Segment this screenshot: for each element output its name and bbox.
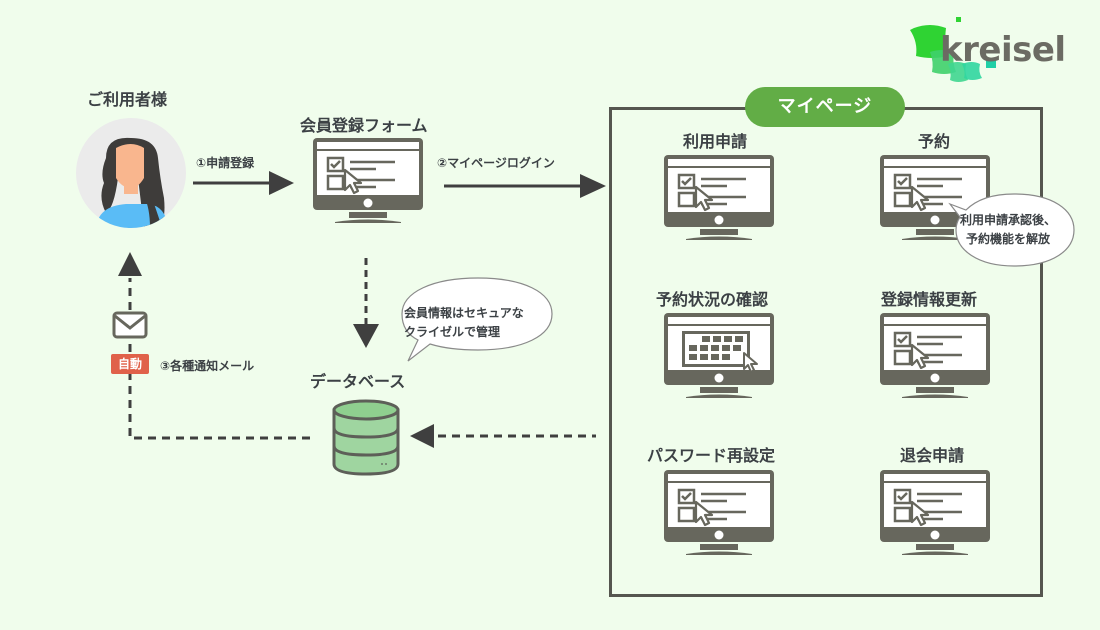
reservation-note: 利用申請承認後、 予約機能を解放 [960, 211, 1056, 249]
arrow-right-icon [444, 174, 606, 198]
mypage-item-label: 予約 [918, 132, 951, 151]
mypage-item-label: 予約状況の確認 [656, 290, 769, 309]
reservation-note-line2: 予約機能を解放 [966, 232, 1051, 246]
dotted-return-path [118, 252, 310, 440]
step3-label: ③各種通知メール [160, 359, 255, 373]
mypage-item-label: 退会申請 [900, 446, 965, 465]
form-monitor-icon [313, 138, 423, 228]
mypage-item-label: 利用申請 [683, 132, 748, 151]
kreisel-logo: kreisel [900, 14, 1100, 94]
user-avatar [76, 118, 186, 228]
form-monitor-icon[interactable] [880, 313, 990, 403]
logo-mark-icon [910, 17, 996, 82]
security-note: 会員情報はセキュアな クライゼルで管理 [404, 304, 524, 342]
logo-text: kreisel [940, 30, 1066, 70]
form-label: 会員登録フォーム [300, 116, 428, 135]
security-note-line1: 会員情報はセキュアな [404, 306, 524, 320]
dotted-arrow-left-icon [410, 424, 596, 448]
step1-label: ①申請登録 [196, 156, 255, 170]
form-monitor-icon[interactable] [664, 470, 774, 560]
speech-bubble [948, 193, 1075, 267]
calendar-monitor-icon[interactable] [664, 313, 774, 403]
mypage-title: マイページ [745, 87, 905, 127]
mypage-item-label: 登録情報更新 [881, 290, 978, 309]
dotted-arrow-down-icon [353, 258, 379, 348]
user-label: ご利用者様 [87, 90, 168, 109]
step2-label: ②マイページログイン [437, 156, 555, 170]
arrow-right-icon [193, 171, 294, 195]
auto-badge: 自動 [111, 354, 149, 374]
mail-icon [112, 311, 148, 339]
mypage-item-label: パスワード再設定 [647, 446, 776, 465]
reservation-note-line1: 利用申請承認後、 [960, 213, 1057, 227]
speech-bubble [401, 277, 553, 362]
form-monitor-icon[interactable] [880, 470, 990, 560]
form-monitor-icon[interactable] [664, 155, 774, 245]
security-note-line2: クライゼルで管理 [404, 325, 501, 339]
database-icon [332, 399, 400, 476]
database-label: データベース [310, 372, 406, 391]
